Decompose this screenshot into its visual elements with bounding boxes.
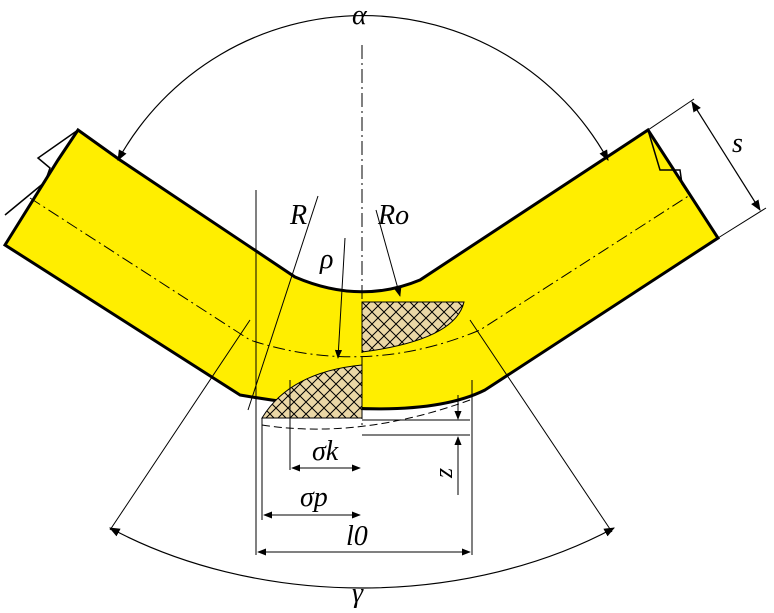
sigma-k-label: σk xyxy=(312,436,339,467)
s-ext-top xyxy=(647,98,695,131)
gamma-dim-arc xyxy=(109,527,615,589)
rho-label: ρ xyxy=(319,244,333,275)
s-label: s xyxy=(732,128,743,159)
Ro-leader xyxy=(375,209,402,297)
R-label: R xyxy=(289,200,307,231)
left-radial-line xyxy=(109,319,251,531)
right-radial-line xyxy=(469,319,613,533)
l0-label: l0 xyxy=(346,521,368,552)
s-dim-line xyxy=(691,101,761,211)
outer-fiber-dashed xyxy=(261,399,471,430)
gamma-label: γ xyxy=(352,578,364,609)
R-leader xyxy=(247,195,319,411)
alpha-label: α xyxy=(352,0,368,31)
Ro-label: Ro xyxy=(377,200,409,231)
stress-tension-area xyxy=(261,364,363,419)
break-mark-left xyxy=(4,129,79,216)
stress-compression-area xyxy=(361,301,465,353)
rho-leader xyxy=(334,237,346,359)
z-label: z xyxy=(429,468,458,479)
s-ext-bottom xyxy=(717,207,767,239)
alpha-dim-arc xyxy=(117,15,609,161)
sigma-p-label: σp xyxy=(300,482,328,513)
